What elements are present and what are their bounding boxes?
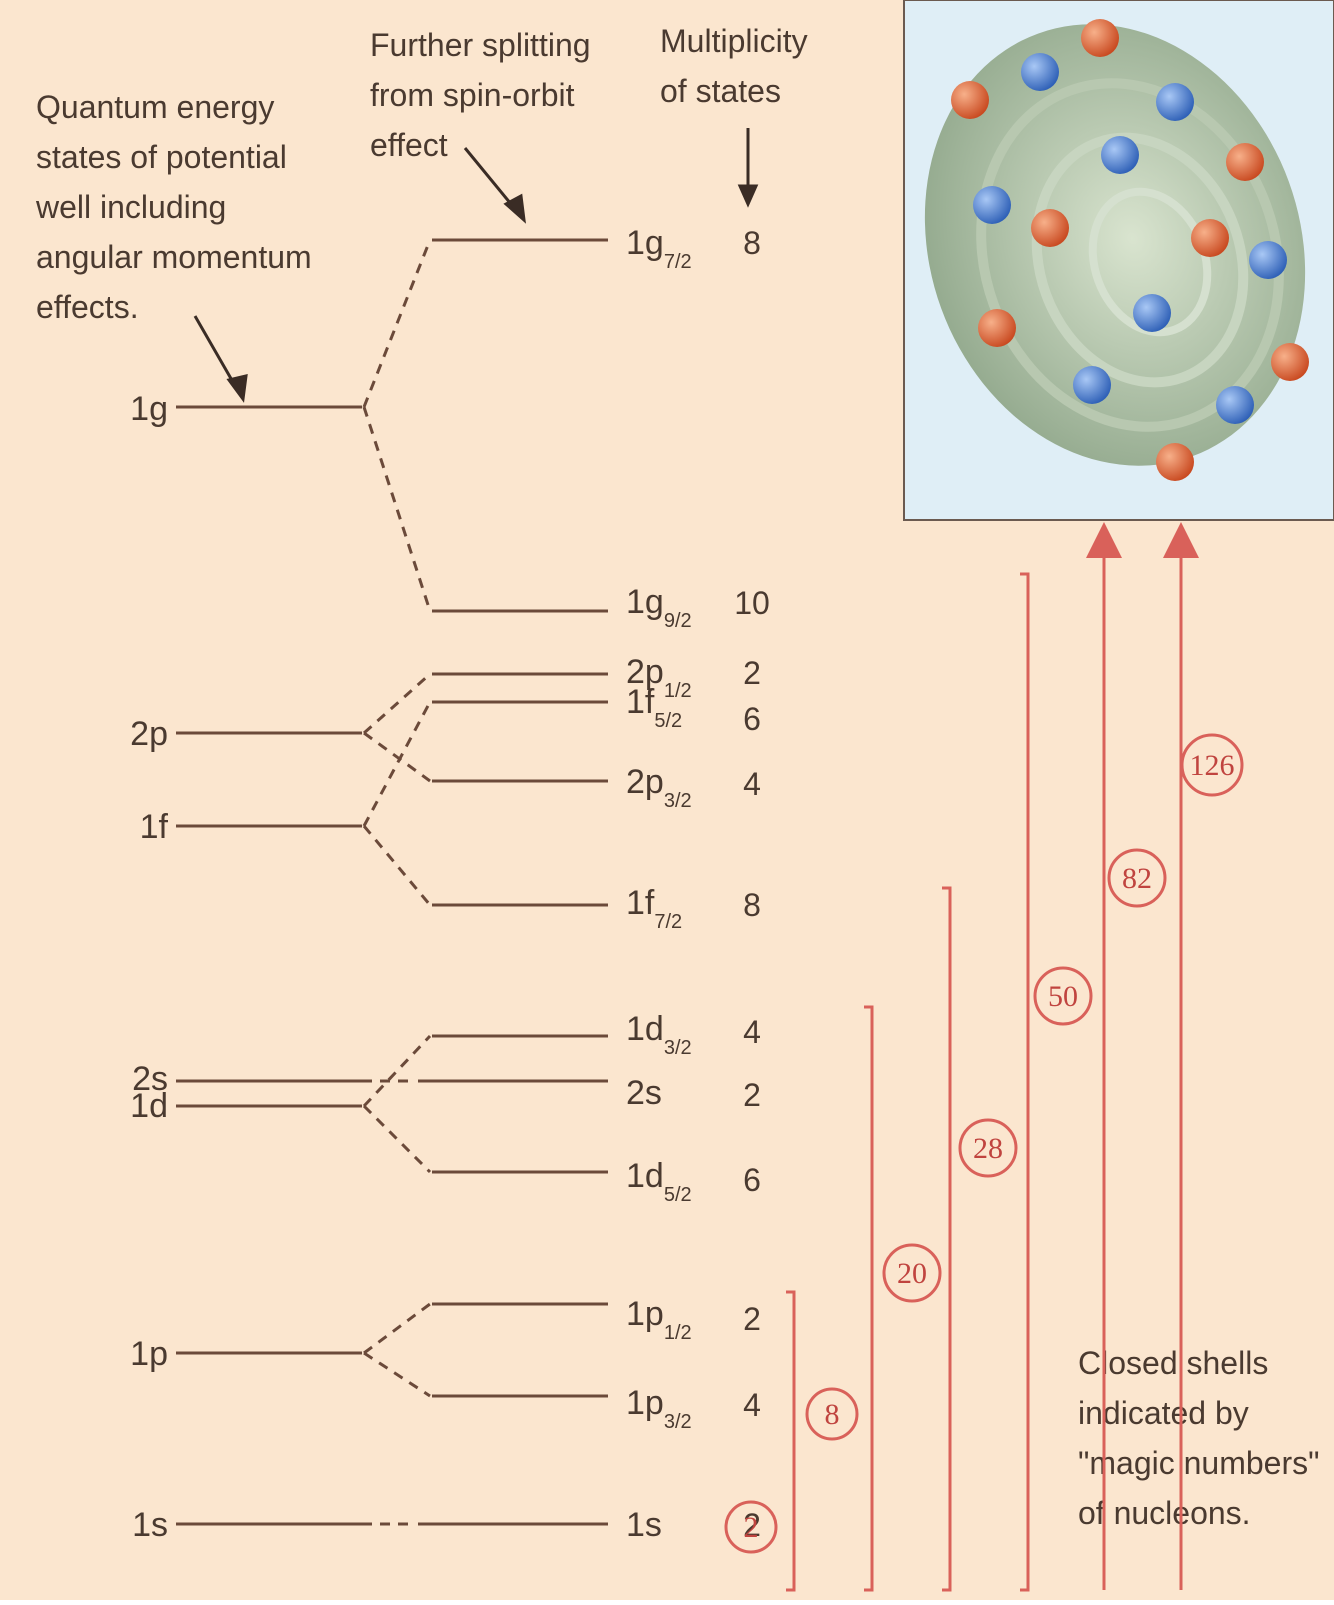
unsplit-level-label: 1d (130, 1087, 168, 1125)
unsplit-level-label: 1s (132, 1506, 168, 1544)
split-level-subscript: 3/2 (664, 790, 692, 812)
multiplicity-value: 8 (743, 887, 761, 923)
multiplicity-value: 2 (743, 1077, 761, 1113)
magic-number: 2 (744, 1511, 759, 1544)
split-level-subscript: 7/2 (664, 251, 692, 273)
multiplicity-value: 2 (743, 655, 761, 691)
magic-number: 82 (1122, 862, 1152, 895)
split-level-label: 1s (626, 1506, 662, 1544)
split-level-label: 2s (626, 1074, 662, 1112)
unsplit-level-label: 2p (130, 715, 168, 753)
multiplicity-value: 6 (743, 701, 761, 737)
split-level-subscript: 3/2 (664, 1411, 692, 1433)
magic-number: 20 (897, 1257, 927, 1290)
unsplit-level-label: 1f (140, 808, 169, 846)
split-level-subscript: 7/2 (654, 911, 682, 933)
unsplit-level-label: 1p (130, 1335, 168, 1373)
nucleus-illustration (864, 0, 1334, 520)
multiplicity-value: 10 (734, 585, 770, 621)
magic-number: 8 (825, 1398, 840, 1431)
magic-number: 28 (973, 1132, 1003, 1165)
multiplicity-value: 4 (743, 1387, 761, 1423)
multiplicity-value: 4 (743, 1014, 761, 1050)
multiplicity-value: 4 (743, 766, 761, 802)
split-level-subscript: 5/2 (654, 710, 682, 732)
magic-number: 126 (1190, 749, 1235, 782)
split-level-subscript: 5/2 (664, 1184, 692, 1206)
multiplicity-value: 8 (743, 225, 761, 261)
multiplicity-value: 2 (743, 1301, 761, 1337)
split-level-subscript: 9/2 (664, 610, 692, 632)
magic-number: 50 (1048, 980, 1078, 1013)
split-level-subscript: 1/2 (664, 680, 692, 702)
unsplit-level-label: 1g (130, 390, 168, 428)
split-level-subscript: 1/2 (664, 1322, 692, 1344)
multiplicity-value: 6 (743, 1162, 761, 1198)
split-level-subscript: 3/2 (664, 1037, 692, 1059)
